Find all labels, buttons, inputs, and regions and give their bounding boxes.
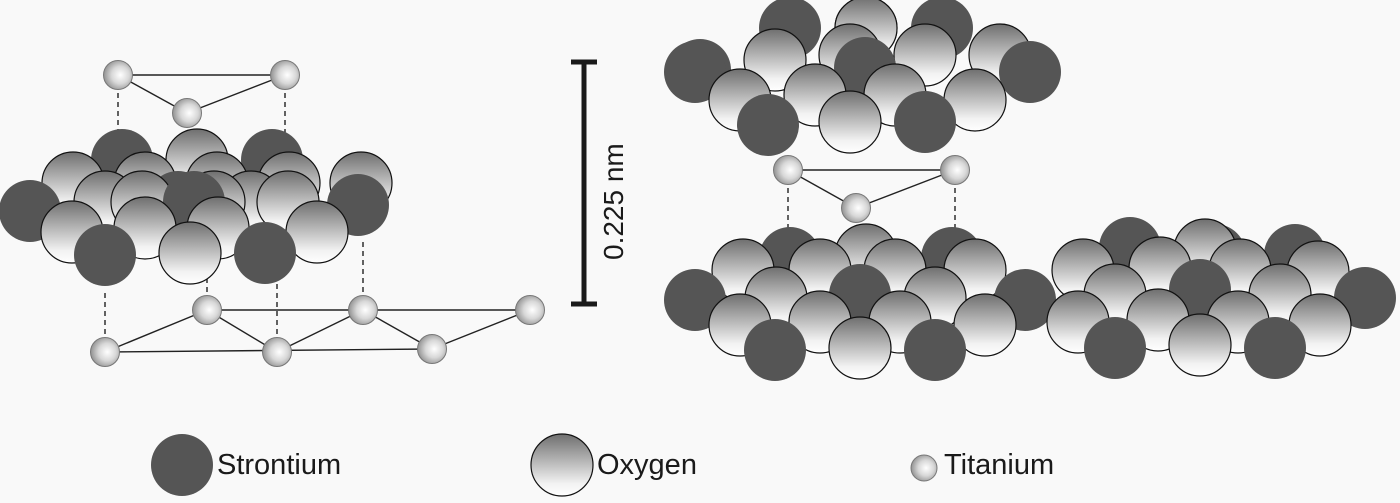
strontium-atom — [737, 94, 799, 156]
titanium-atom — [192, 295, 222, 325]
oxygen-atom — [828, 316, 892, 380]
strontium-atom — [744, 319, 806, 381]
titanium-atom — [841, 193, 871, 223]
titanium-atom — [103, 60, 133, 90]
scale-bar — [571, 59, 597, 307]
bond-line — [431, 309, 531, 350]
strontium-atom — [74, 224, 136, 286]
strontium-atom — [1084, 317, 1146, 379]
legend-icons — [151, 433, 938, 497]
strontium-atom — [234, 222, 296, 284]
titanium-atom — [348, 295, 378, 325]
atom-layers — [0, 0, 1396, 381]
titanium-atom — [270, 60, 300, 90]
titanium-atom — [172, 98, 202, 128]
bond-line — [104, 309, 208, 353]
strontium-atom — [1334, 267, 1396, 329]
bond-line — [186, 74, 286, 114]
oxygen-atom — [953, 293, 1017, 357]
oxygen-atom-icon — [530, 433, 594, 497]
titanium-atom — [417, 334, 447, 364]
strontium-atom — [894, 91, 956, 153]
oxygen-atom — [818, 90, 882, 154]
oxygen-atom — [1168, 313, 1232, 377]
oxygen-atom — [158, 221, 222, 285]
legend-titanium-label: Titanium — [944, 449, 1055, 481]
legend-oxygen-label: Oxygen — [597, 449, 697, 481]
titanium-atom-icon — [910, 454, 938, 482]
titanium-atom — [90, 337, 120, 367]
strontium-atom — [664, 41, 726, 103]
strontium-atom — [1244, 317, 1306, 379]
bond-line — [276, 309, 364, 353]
bond-line — [855, 169, 956, 209]
titanium-atom — [262, 337, 292, 367]
titanium-atom — [940, 155, 970, 185]
strontium-atom — [904, 319, 966, 381]
legend-strontium-label: Strontium — [217, 449, 342, 481]
titanium-atom — [773, 155, 803, 185]
titanium-atom — [515, 295, 545, 325]
scale-bar-label: 0.225 nm — [598, 143, 629, 260]
strontium-atom — [999, 41, 1061, 103]
strontium-atom-icon — [151, 434, 213, 496]
